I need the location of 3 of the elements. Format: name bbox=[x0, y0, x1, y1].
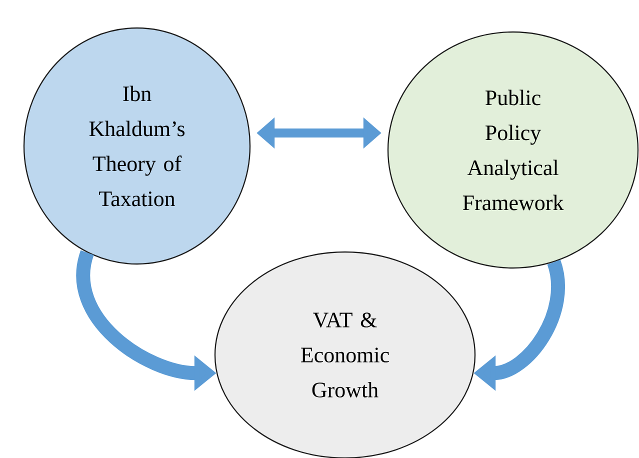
ellipse-node: VAT & Economic Growth bbox=[214, 251, 476, 458]
ellipse-node: Public Policy Analytical Framework bbox=[387, 31, 639, 269]
ellipse-node: Ibn Khaldum’s Theory of Taxation bbox=[23, 27, 251, 265]
